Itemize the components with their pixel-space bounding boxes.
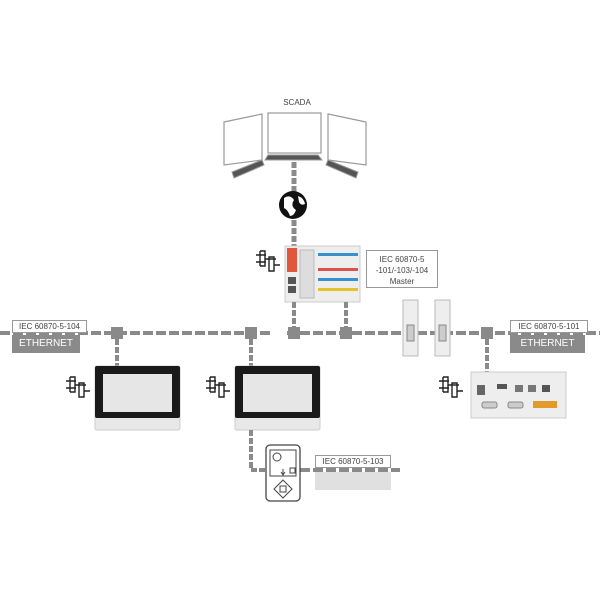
protection-relay xyxy=(265,444,301,502)
globe-icon xyxy=(279,191,307,219)
device-icon xyxy=(65,376,91,398)
monitor-left xyxy=(223,113,263,166)
right-ethernet-label: ETHERNET xyxy=(510,335,585,353)
scada-workstation xyxy=(223,112,367,179)
master-line-3: Master xyxy=(389,277,415,286)
device-icon xyxy=(438,376,464,398)
left-ethernet-label: ETHERNET xyxy=(12,335,80,353)
right-protocol-label: IEC 60870-5-101 xyxy=(510,320,588,333)
keyboard-center xyxy=(264,154,324,161)
keyboard-right xyxy=(325,159,359,179)
master-line-2: -101/-103/-104 xyxy=(375,266,429,275)
touch-panel-1 xyxy=(94,365,181,431)
device-icon xyxy=(255,250,281,272)
controller-master xyxy=(284,245,361,303)
keyboard-left xyxy=(231,159,265,179)
edge-controller xyxy=(470,371,567,419)
master-line-1: IEC 60870-5 xyxy=(379,255,425,264)
sub-protocol-label: IEC 60870-5-103 xyxy=(315,455,391,468)
converter-1 xyxy=(402,299,419,357)
master-protocol-box: IEC 60870-5 -101/-103/-104 Master xyxy=(366,250,438,288)
touch-panel-2 xyxy=(234,365,321,431)
monitor-right xyxy=(327,113,367,166)
scada-label: SCADA xyxy=(283,98,311,107)
monitor-center xyxy=(267,112,322,154)
device-icon xyxy=(205,376,231,398)
left-protocol-label: IEC 60870-5-104 xyxy=(12,320,87,333)
converter-2 xyxy=(434,299,451,357)
